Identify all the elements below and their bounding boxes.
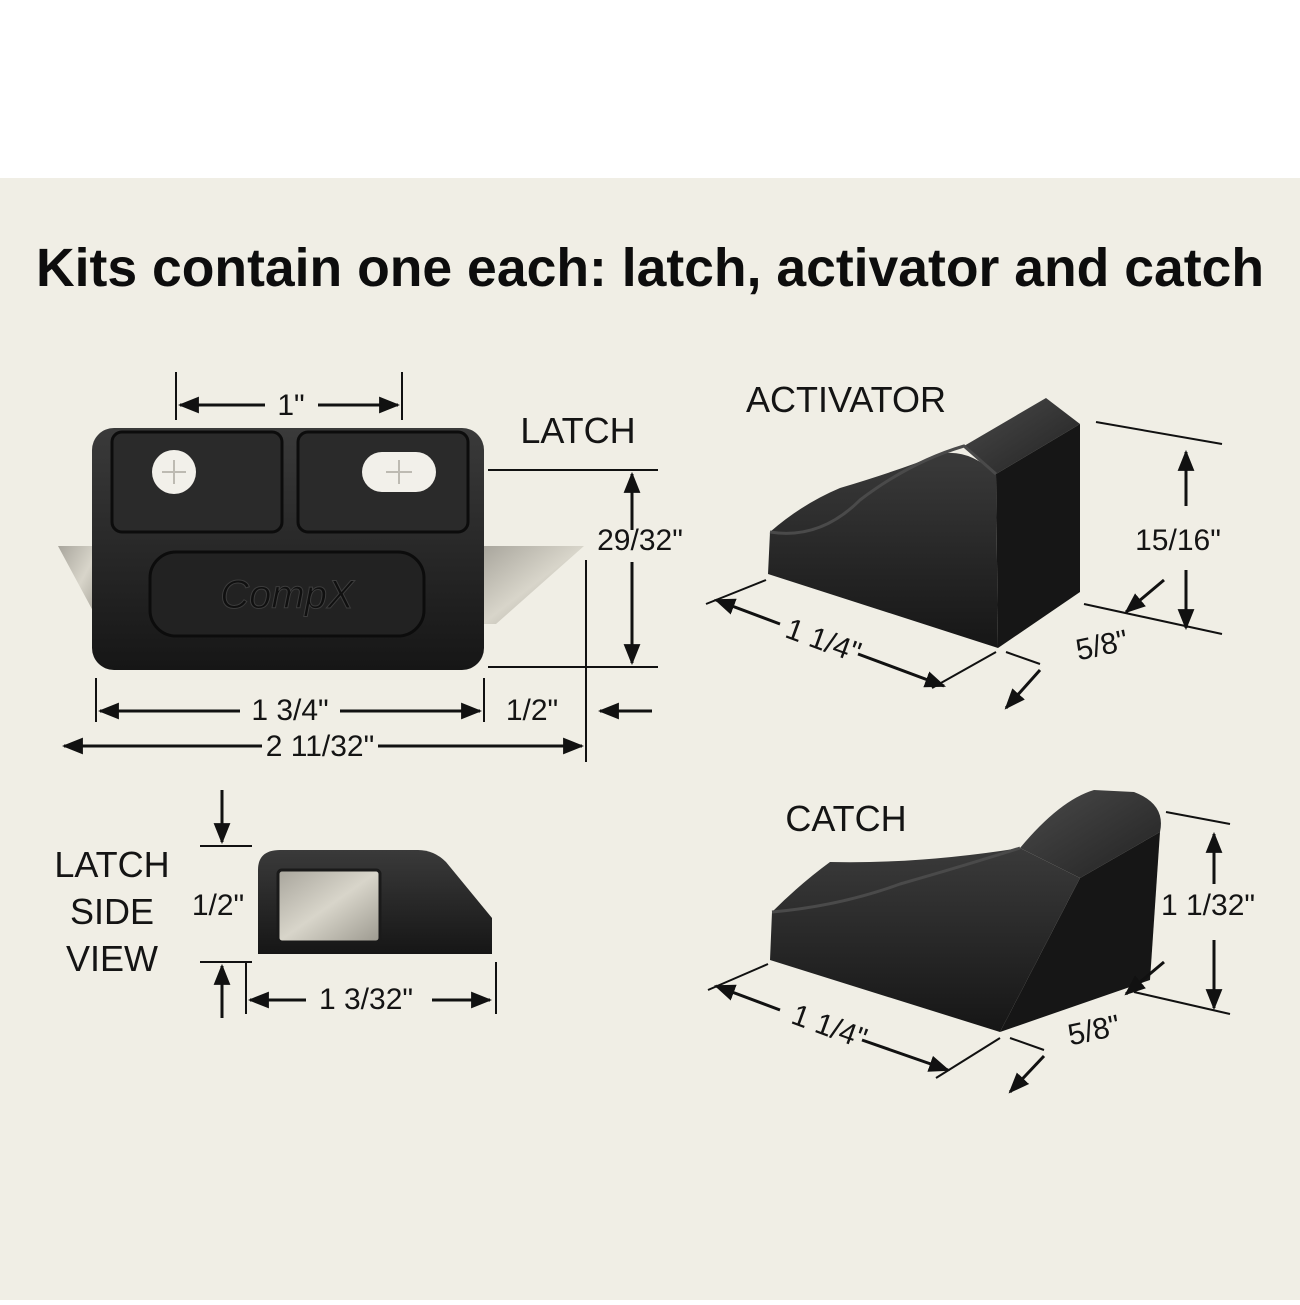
latch-metal-tab-right xyxy=(482,546,584,624)
dimension-arrow xyxy=(714,598,781,626)
screw-cross-icon-right xyxy=(386,460,412,484)
latch-metal-tab-left xyxy=(58,546,100,624)
latch-body-width-dim: 1 3/4" xyxy=(251,694,328,727)
activator-front-face xyxy=(768,452,998,648)
activator-label: ACTIVATOR xyxy=(746,379,946,420)
catch-height-dim: 1 1/32" xyxy=(1161,889,1255,922)
activator-side-face xyxy=(996,424,1080,648)
latch-tab-dim: 1/2" xyxy=(506,694,558,727)
extension-line xyxy=(1095,421,1223,445)
latch-height-dim: 29/32" xyxy=(597,524,683,557)
catch-scoop xyxy=(771,846,1021,914)
catch-top-face xyxy=(1020,790,1161,878)
catch-front-face xyxy=(770,848,1080,1032)
dimension-arrow xyxy=(1124,578,1165,614)
latch-front-view: CompX xyxy=(58,428,584,670)
screw-cross-icon-left xyxy=(162,460,186,484)
latch-overall-width-dim: 2 11/32" xyxy=(266,730,375,763)
dimension-arrow xyxy=(857,652,946,688)
latch-side-metal-face xyxy=(276,868,382,944)
latch-label: LATCH xyxy=(520,410,635,451)
background-panel xyxy=(0,178,1300,1300)
catch-label: CATCH xyxy=(785,798,906,839)
latch-logo-panel xyxy=(148,550,426,638)
activator-body xyxy=(768,398,1080,648)
latch-top-block-left xyxy=(110,430,284,534)
latch-side-view xyxy=(258,850,492,954)
extension-line xyxy=(1083,603,1223,635)
dimension-arrow xyxy=(1008,1054,1046,1094)
latch-screw-spacing-dim: 1" xyxy=(277,389,304,422)
dimension-arrow xyxy=(861,1038,950,1072)
latch-side-view-label-line-1: LATCH xyxy=(54,844,169,885)
extension-line xyxy=(1009,1037,1045,1051)
catch-side-face xyxy=(1000,832,1160,1032)
latch-side-length-dim: 1 3/32" xyxy=(319,983,413,1016)
dimension-arrow xyxy=(1124,960,1165,996)
latch-side-height-dim: 1/2" xyxy=(192,889,244,922)
dimension-arrow xyxy=(1004,668,1042,710)
extension-line xyxy=(1133,991,1231,1015)
activator-scoop xyxy=(769,444,997,535)
page-title: Kits contain one each: latch, activator … xyxy=(36,238,1264,298)
latch-side-view-label-line-2: SIDE xyxy=(70,891,154,932)
activator-top-face xyxy=(964,398,1080,474)
dimension-arrow xyxy=(714,984,781,1012)
latch-side-view-label-line-3: VIEW xyxy=(66,938,158,979)
brand-logo: CompX xyxy=(220,573,355,617)
catch-body xyxy=(770,790,1161,1032)
extension-line xyxy=(1005,651,1041,665)
extension-line xyxy=(1165,811,1231,825)
activator-height-dim: 15/16" xyxy=(1135,524,1221,557)
